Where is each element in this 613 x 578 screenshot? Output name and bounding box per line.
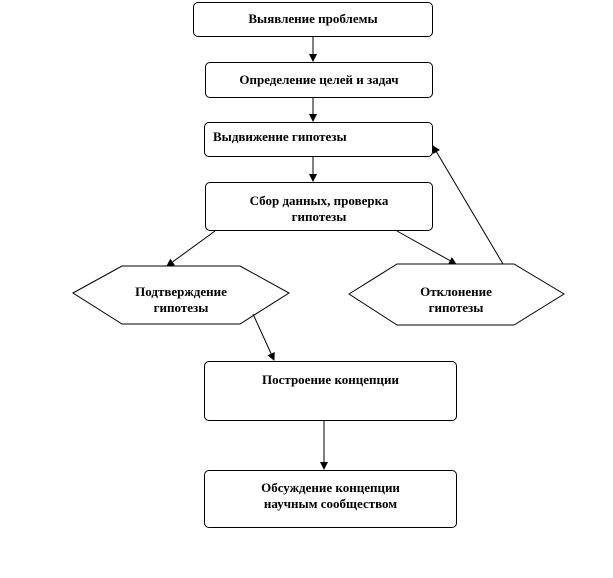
arrow-confirm-to-concept: [252, 313, 275, 361]
node-confirm-label-line1: Подтверждение: [135, 284, 227, 299]
node-problem-label: Выявление проблемы: [248, 11, 378, 26]
node-concept-label: Построение концепции: [262, 372, 399, 387]
node-collect: Сбор данных, проверка гипотезы: [205, 182, 433, 231]
node-hypothesis-label: Выдвижение гипотезы: [213, 129, 347, 144]
node-discussion-label-line1: Обсуждение концепции: [261, 480, 400, 495]
arrow-collect-to-reject: [396, 230, 457, 265]
node-reject-label-line1: Отклонение: [420, 284, 492, 299]
node-confirm: Подтверждение гипотезы: [110, 284, 252, 316]
node-discussion: Обсуждение концепции научным сообществом: [204, 470, 457, 528]
node-problem: Выявление проблемы: [193, 2, 433, 37]
arrow-collect-to-confirm: [166, 230, 216, 267]
reject-hexagon: [348, 263, 565, 326]
node-concept: Построение концепции: [204, 361, 457, 421]
node-discussion-label-line2: научным сообществом: [263, 496, 398, 511]
arrow-reject-to-hypothesis: [432, 145, 504, 265]
node-confirm-label-line2: гипотезы: [153, 300, 209, 315]
node-reject: Отклонение гипотезы: [385, 284, 527, 316]
node-collect-label-line1: Сбор данных, проверка: [249, 193, 389, 208]
node-collect-label-line2: гипотезы: [291, 209, 347, 224]
node-hypothesis: Выдвижение гипотезы: [204, 122, 433, 157]
confirm-hexagon: [72, 265, 290, 325]
node-goals-label: Определение целей и задач: [239, 72, 399, 87]
node-reject-label-line2: гипотезы: [428, 300, 484, 315]
node-goals: Определение целей и задач: [205, 62, 433, 98]
